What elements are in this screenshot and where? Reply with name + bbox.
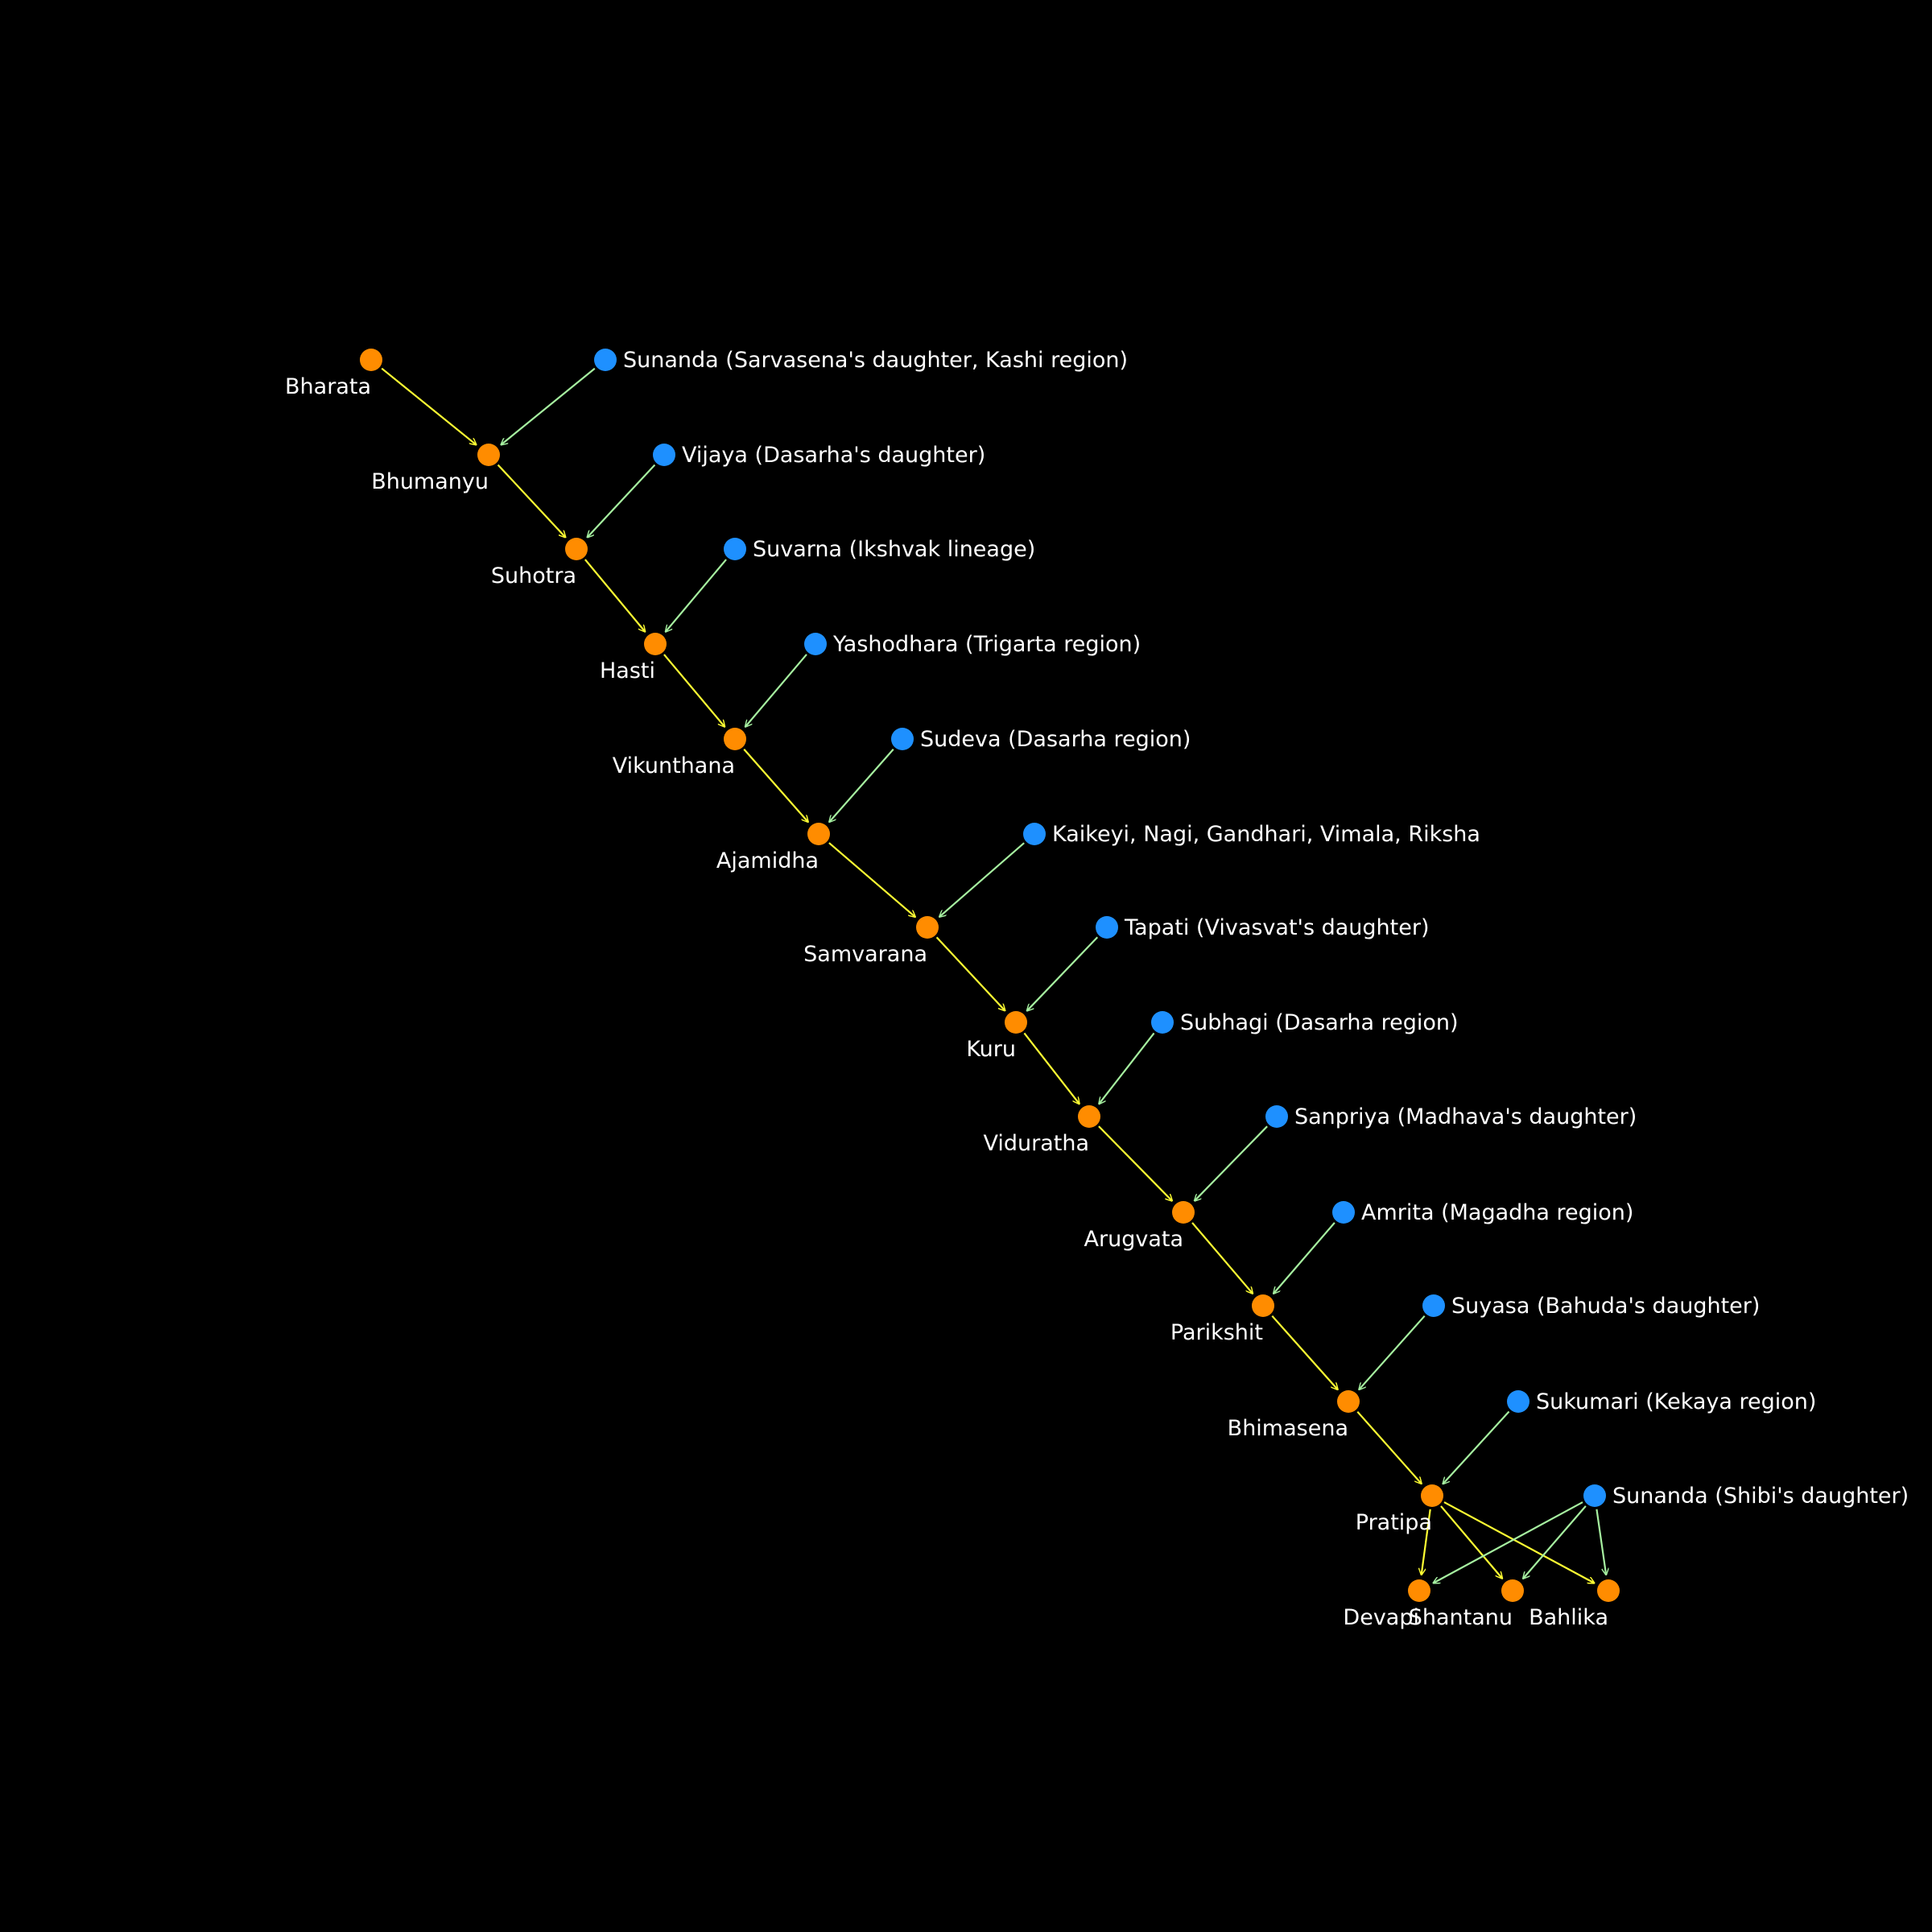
node-subhagi[interactable]: [1151, 1011, 1174, 1034]
node-label-yashodhara: Yashodhara (Trigarta region): [832, 632, 1141, 657]
node-bhumanyu[interactable]: [477, 444, 500, 466]
node-ajamidha[interactable]: [807, 823, 830, 845]
edge-sukumari-to-pratipa: [1443, 1410, 1510, 1484]
edge-layer: [381, 367, 1606, 1583]
node-label-arugvata: Arugvata: [1084, 1227, 1183, 1252]
node-sudeva[interactable]: [891, 728, 914, 750]
edge-hasti-to-vikunthana: [663, 654, 724, 727]
node-sanpriya[interactable]: [1265, 1105, 1288, 1128]
node-vikunthana[interactable]: [724, 728, 746, 750]
node-suvarna[interactable]: [724, 538, 746, 560]
node-label-parikshit: Parikshit: [1170, 1320, 1263, 1345]
node-tapati[interactable]: [1096, 916, 1118, 939]
node-label-sunanda2: Sunanda (Shibi's daughter): [1612, 1484, 1909, 1509]
node-label-sukumari: Sukumari (Kekaya region): [1536, 1389, 1816, 1414]
node-label-bahlika: Bahlika: [1529, 1605, 1608, 1630]
node-bhimasena[interactable]: [1337, 1390, 1360, 1413]
edge-pratipa-to-devapi: [1422, 1509, 1431, 1575]
edge-sunanda2-to-devapi: [1434, 1501, 1583, 1583]
edge-vikunthana-to-ajamidha: [743, 749, 808, 822]
node-label-amrita: Amrita (Magadha region): [1361, 1200, 1633, 1225]
edge-tapati-to-kuru: [1027, 936, 1099, 1010]
node-label-viduratha: Viduratha: [983, 1131, 1089, 1156]
edge-suvarna-to-hasti: [666, 559, 727, 632]
edge-kaikeyi-to-samvarana: [939, 842, 1025, 917]
node-label-pratipa: Pratipa: [1356, 1510, 1432, 1535]
edge-sunanda1-to-bhumanyu: [502, 367, 596, 445]
node-layer: Bharata Sunanda (Sarvasena's daughter, Ka…: [285, 348, 1909, 1630]
node-bahlika[interactable]: [1597, 1579, 1620, 1602]
node-label-bhumanyu: Bhumanyu: [371, 469, 489, 494]
node-label-samvarana: Samvarana: [803, 942, 927, 967]
node-viduratha[interactable]: [1078, 1105, 1100, 1128]
node-label-ajamidha: Ajamidha: [716, 848, 819, 873]
node-label-shantanu: Shantanu: [1409, 1605, 1513, 1630]
node-label-bhimasena: Bhimasena: [1228, 1416, 1348, 1441]
node-arugvata[interactable]: [1172, 1201, 1195, 1224]
edge-subhagi-to-viduratha: [1099, 1032, 1155, 1104]
edge-amrita-to-parikshit: [1274, 1222, 1335, 1294]
node-sunanda2[interactable]: [1583, 1484, 1606, 1507]
edge-suyasa-to-bhimasena: [1359, 1315, 1426, 1389]
edge-bharata-to-bhumanyu: [381, 367, 476, 445]
edge-vijaya-to-suhotra: [588, 464, 656, 537]
node-shantanu[interactable]: [1501, 1579, 1524, 1602]
node-suyasa[interactable]: [1422, 1294, 1445, 1317]
edge-viduratha-to-arugvata: [1098, 1125, 1172, 1201]
node-parikshit[interactable]: [1252, 1294, 1274, 1317]
node-label-devapi: Devapi: [1343, 1605, 1419, 1630]
node-samvarana[interactable]: [916, 916, 939, 939]
edge-sunanda2-to-bahlika: [1596, 1509, 1606, 1575]
edge-kuru-to-viduratha: [1023, 1032, 1079, 1104]
edge-parikshit-to-bhimasena: [1271, 1315, 1337, 1389]
edge-pratipa-to-bahlika: [1443, 1501, 1594, 1583]
edge-pratipa-to-shantanu: [1440, 1505, 1502, 1579]
node-label-vikunthana: Vikunthana: [613, 753, 735, 778]
node-label-sunanda1: Sunanda (Sarvasena's daughter, Kashi reg…: [623, 348, 1128, 373]
node-suhotra[interactable]: [565, 538, 588, 560]
node-label-bharata: Bharata: [285, 374, 371, 399]
node-bharata[interactable]: [360, 349, 382, 371]
node-label-vijaya: Vijaya (Dasarha's daughter): [682, 443, 985, 468]
node-label-subhagi: Subhagi (Dasarha region): [1180, 1010, 1459, 1035]
node-kaikeyi[interactable]: [1023, 823, 1046, 845]
node-kuru[interactable]: [1005, 1011, 1027, 1034]
node-label-tapati: Tapati (Vivasvat's daughter): [1124, 915, 1430, 940]
edge-sunanda2-to-shantanu: [1523, 1505, 1587, 1579]
edge-samvarana-to-kuru: [935, 936, 1005, 1010]
edge-sanpriya-to-arugvata: [1195, 1125, 1268, 1201]
edge-bhimasena-to-pratipa: [1356, 1410, 1421, 1484]
node-label-suyasa: Suyasa (Bahuda's daughter): [1451, 1294, 1760, 1319]
node-label-suvarna: Suvarna (Ikshvak lineage): [753, 537, 1035, 562]
edge-arugvata-to-parikshit: [1191, 1222, 1253, 1294]
node-yashodhara[interactable]: [804, 633, 827, 655]
node-hasti[interactable]: [644, 633, 667, 655]
edge-ajamidha-to-samvarana: [828, 842, 915, 917]
node-amrita[interactable]: [1332, 1201, 1355, 1224]
node-label-suhotra: Suhotra: [491, 564, 576, 588]
node-label-kuru: Kuru: [966, 1037, 1016, 1062]
node-label-sudeva: Sudeva (Dasarha region): [920, 727, 1191, 752]
node-devapi[interactable]: [1408, 1579, 1430, 1602]
node-sukumari[interactable]: [1507, 1390, 1530, 1413]
node-label-kaikeyi: Kaikeyi, Nagi, Gandhari, Vimala, Riksha: [1052, 822, 1480, 847]
edge-sudeva-to-ajamidha: [829, 749, 894, 822]
node-pratipa[interactable]: [1421, 1484, 1443, 1507]
edge-yashodhara-to-vikunthana: [745, 654, 807, 727]
node-vijaya[interactable]: [653, 444, 675, 466]
node-label-hasti: Hasti: [600, 658, 655, 683]
edge-suhotra-to-hasti: [584, 559, 645, 632]
node-sunanda1[interactable]: [594, 349, 617, 371]
edge-bhumanyu-to-suhotra: [497, 464, 566, 537]
node-label-sanpriya: Sanpriya (Madhava's daughter): [1294, 1104, 1637, 1129]
